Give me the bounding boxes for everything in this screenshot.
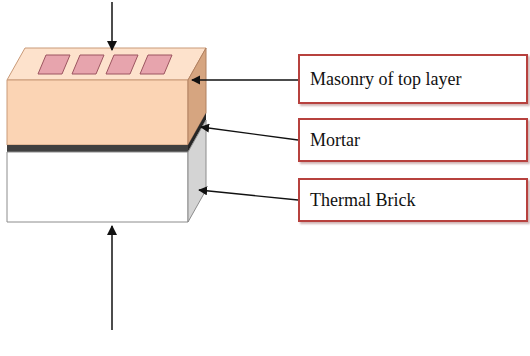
label-text: Masonry of top layer (310, 69, 461, 90)
label-box: Thermal Brick (298, 178, 528, 222)
thermal-front (7, 152, 188, 222)
brick-holes (38, 55, 172, 74)
front-face (7, 80, 188, 145)
label-box: Masonry of top layer (298, 54, 528, 104)
label-text: Thermal Brick (310, 190, 415, 211)
load-arrow (111, 226, 113, 330)
leader-arrow (192, 79, 298, 80)
top-face (7, 48, 206, 80)
leader-arrow (201, 127, 298, 140)
mortar-front (7, 145, 188, 152)
label-text: Mortar (310, 130, 360, 151)
thermal-side (188, 120, 206, 222)
load-arrow (111, 2, 113, 50)
label-box: Mortar (298, 118, 528, 162)
leader-arrow (199, 190, 298, 200)
